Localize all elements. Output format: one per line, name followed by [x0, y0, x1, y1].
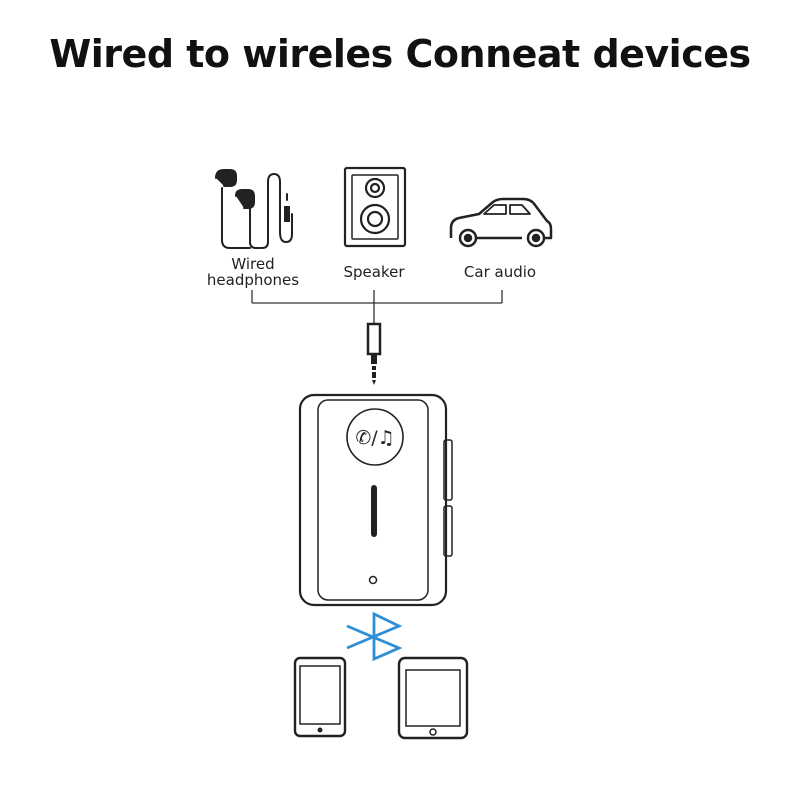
- call-music-button: ✆/♫: [346, 408, 404, 466]
- speaker-icon: [343, 166, 407, 248]
- car-audio-label: Car audio: [463, 263, 537, 281]
- aux-jack-icon: [366, 322, 382, 385]
- phone-music-icon: ✆/♫: [355, 427, 394, 449]
- wired-headphones-icon: [215, 169, 293, 249]
- car-icon: [449, 197, 553, 248]
- phone-icon: [293, 656, 347, 738]
- wired-headphones-label: Wired headphones: [206, 255, 300, 289]
- speaker-label: Speaker: [343, 263, 405, 281]
- bluetooth-adapter-device: [298, 393, 453, 607]
- page-title: Wired to wireles Conneat devices: [49, 32, 751, 76]
- connector-bracket: [251, 290, 503, 325]
- tablet-icon: [397, 656, 469, 740]
- bluetooth-icon: [346, 611, 403, 662]
